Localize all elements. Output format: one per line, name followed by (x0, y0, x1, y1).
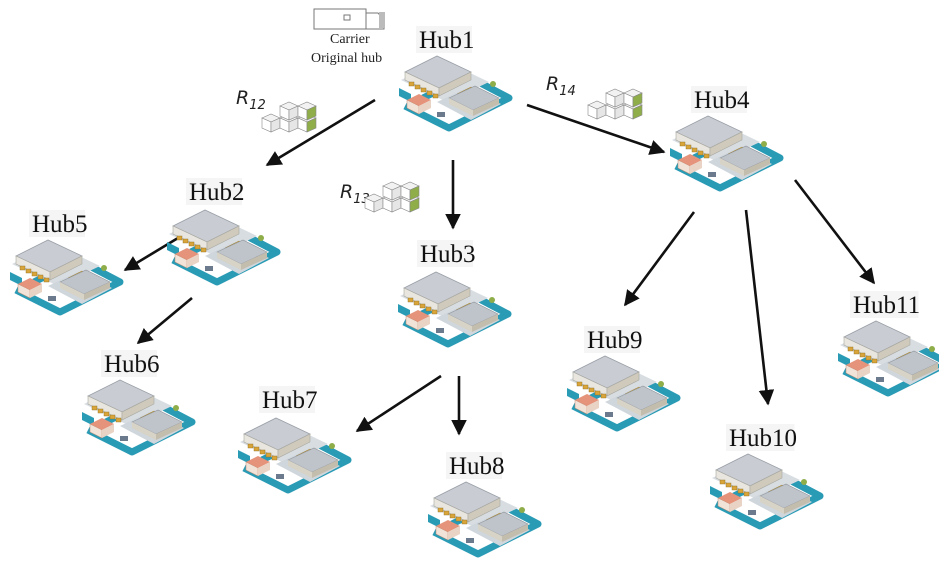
warehouse-hub-icon (670, 115, 784, 192)
arrow-hub2-hub6 (136, 297, 193, 344)
arrow-hub2-hub5 (123, 236, 179, 272)
rate-r12: R12 (236, 87, 317, 133)
hub-label: Hub2 (189, 179, 245, 206)
arrow-hub4-hub11 (793, 179, 876, 285)
warehouse-hub-icon (82, 379, 196, 456)
arrow-hub4-hub10 (744, 209, 775, 406)
hub-node-hub11: Hub11 (838, 291, 939, 397)
truck-icon (313, 8, 385, 30)
cargo-boxes-icon (587, 88, 643, 120)
hub-label: Hub10 (729, 425, 797, 452)
legend-original-hub-label: Original hub (311, 51, 382, 66)
cargo-boxes-icon (364, 181, 420, 213)
hub-label: Hub3 (420, 241, 476, 268)
warehouse-hub-icon (167, 209, 281, 286)
warehouse-hub-icon (710, 453, 824, 530)
arrow-hub1-hub2 (265, 98, 376, 167)
hub-node-hub10: Hub10 (710, 424, 824, 530)
rate-r13: R13 (340, 181, 420, 213)
hub-label: Hub5 (32, 211, 88, 238)
hub-label: Hub9 (587, 327, 643, 354)
warehouse-hub-icon (10, 239, 124, 316)
warehouse-hub-icon (838, 320, 939, 397)
warehouse-hub-icon (428, 481, 542, 558)
hub-label: Hub6 (104, 351, 160, 378)
hub-node-hub3: Hub3 (398, 240, 512, 348)
warehouse-hub-icon (398, 271, 512, 348)
arrow-hub4-hub9 (623, 211, 696, 307)
warehouse-hub-icon (399, 55, 513, 132)
hub-node-hub6: Hub6 (82, 350, 196, 456)
hub-node-hub5: Hub5 (10, 210, 124, 316)
arrow-hub1-hub4 (526, 103, 666, 155)
hub-node-hub7: Hub7 (238, 386, 352, 494)
legend: Carrier Original hub (311, 8, 385, 66)
hub-label: Hub7 (262, 387, 318, 414)
hub-label: Hub1 (419, 27, 475, 54)
hubs: Hub1Hub2Hub3Hub4Hub5Hub6Hub7Hub8Hub9Hub1… (10, 26, 939, 558)
warehouse-hub-icon (238, 417, 352, 494)
hub-label: Hub4 (694, 87, 750, 114)
hub-label: Hub8 (449, 453, 505, 480)
rate-label-r14: R14 (546, 73, 576, 99)
cargo-boxes-icon (261, 101, 317, 133)
hub-label: Hub11 (853, 292, 920, 319)
hub-node-hub8: Hub8 (428, 452, 542, 558)
legend-carrier-label: Carrier (330, 32, 370, 47)
rate-r14: R14 (546, 73, 643, 120)
hub-node-hub1: Hub1 (399, 26, 513, 132)
hub-node-hub4: Hub4 (670, 86, 784, 192)
rate-label-r12: R12 (236, 87, 266, 113)
hub-node-hub2: Hub2 (167, 178, 281, 286)
hub-node-hub9: Hub9 (567, 326, 681, 432)
warehouse-hub-icon (567, 355, 681, 432)
arrow-hub3-hub7 (355, 374, 442, 433)
